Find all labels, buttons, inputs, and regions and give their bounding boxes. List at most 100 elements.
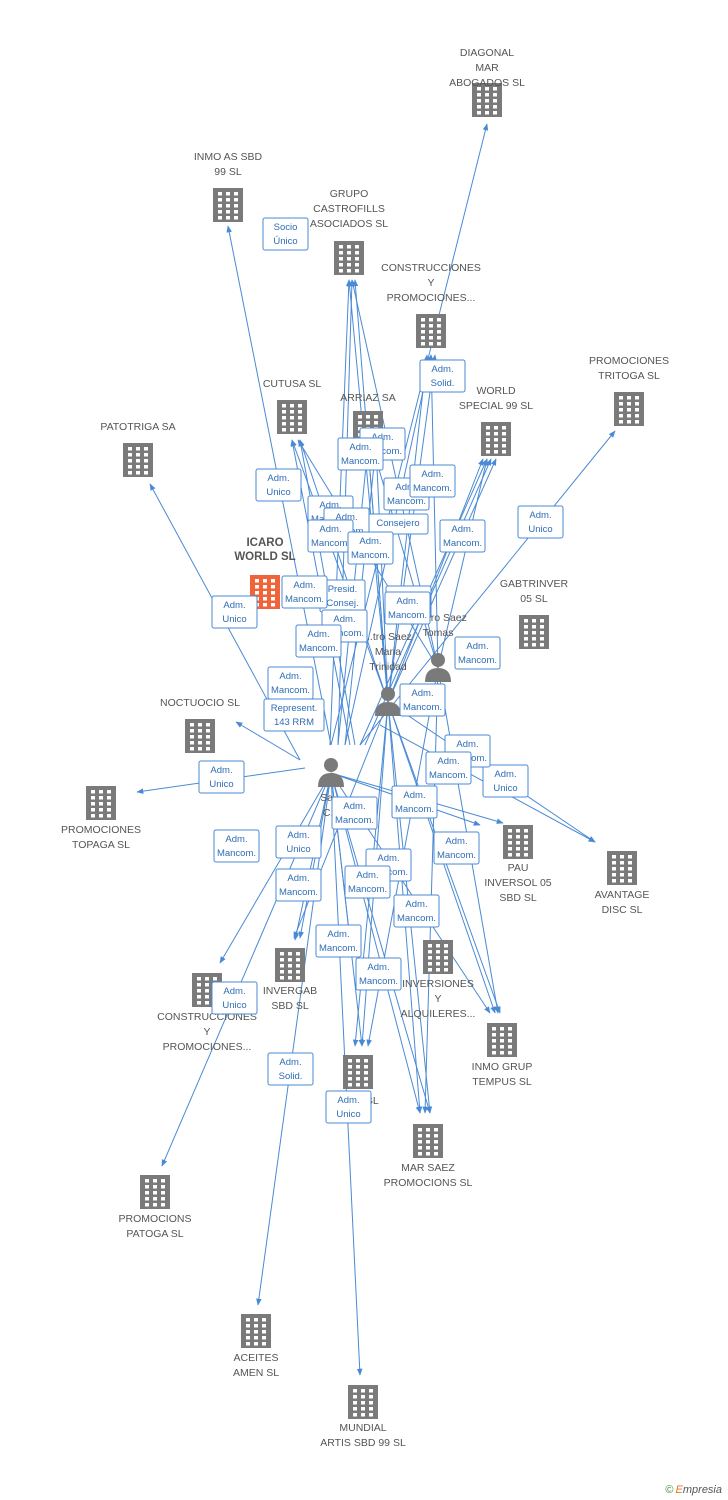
company-node[interactable]: NOCTUOCIO SL (160, 697, 240, 753)
badge-label: Mancom. (443, 538, 482, 549)
badge-label: Adm. (411, 688, 433, 699)
node-label: CONSTRUCCIONES (381, 262, 481, 274)
building-icon (275, 948, 305, 982)
node-label: 99 SL (214, 166, 242, 178)
node-label: TEMPUS SL (472, 1076, 532, 1088)
company-node[interactable]: PATOTRIGA SA (100, 421, 176, 477)
badge-label: Adm. (451, 524, 473, 535)
role-badge[interactable]: Adm.Unico (211, 595, 258, 629)
badge-label: Adm. (210, 765, 232, 776)
relationship-edge (299, 439, 389, 703)
role-badge[interactable]: Adm.Unico (275, 825, 322, 859)
role-badge[interactable]: Adm.Mancom. (454, 636, 501, 670)
badge-label: Adm. (223, 986, 245, 997)
role-badge[interactable]: Adm.Unico (198, 760, 245, 794)
role-badge[interactable]: Adm.Mancom. (433, 831, 480, 865)
role-badge[interactable]: Consejero (367, 513, 429, 535)
brand-name: Empresia (676, 1484, 722, 1496)
role-badge[interactable]: Adm.Unico (325, 1090, 372, 1124)
role-badge[interactable]: Adm.Unico (255, 468, 302, 502)
role-badge[interactable]: Adm.Mancom. (384, 591, 431, 625)
role-badge[interactable]: Adm.Mancom. (344, 865, 391, 899)
node-label: ...tro Saez (364, 631, 412, 643)
node-label: TRITOGA SL (598, 370, 660, 382)
relationship-edge (346, 279, 389, 703)
badge-label: Adm. (396, 596, 418, 607)
company-node[interactable]: CUTUSA SL (263, 378, 322, 434)
badge-label: Mancom. (325, 628, 364, 639)
role-badge[interactable]: Adm.Mancom. (275, 868, 322, 902)
role-badge[interactable]: Adm.Mancom. (391, 785, 438, 819)
badge-label: Mancom. (458, 655, 497, 666)
badge-label: Único (273, 236, 297, 247)
role-badge[interactable]: Adm.Mancom. (409, 464, 456, 498)
role-badge[interactable]: Adm. Mancom. (439, 519, 486, 553)
role-badge[interactable]: Adm.Unico (482, 764, 529, 798)
badge-label: Presid. (328, 584, 358, 595)
building-icon (481, 422, 511, 456)
role-badge[interactable]: Adm.Mancom. (213, 829, 260, 863)
building-icon (241, 1314, 271, 1348)
role-badge[interactable]: Adm. Mancom. (399, 683, 446, 717)
node-label: Maria (375, 646, 401, 658)
badge-label: Mancom. (271, 685, 310, 696)
node-label: PROMOCIONES... (163, 1041, 252, 1053)
badge-label: Mancom. (429, 770, 468, 781)
role-badge[interactable]: Adm.Unico (211, 981, 258, 1015)
node-label: PROMOCIONES (61, 824, 141, 836)
role-badge[interactable]: Adm.Solid. (419, 359, 466, 393)
role-badge[interactable]: Adm.Mancom. (347, 531, 394, 565)
role-badge[interactable]: Adm.Mancom. (337, 437, 384, 471)
role-badge[interactable]: Adm.Mancom. (281, 575, 328, 609)
badge-label: Mancom. (403, 702, 442, 713)
badge-label: Mancom. (351, 550, 390, 561)
badge-label: Unico (528, 524, 552, 535)
badge-label: Adm. (319, 500, 341, 511)
relationship-edge (437, 458, 489, 669)
badge-label: Adm. (356, 870, 378, 881)
building-icon (416, 314, 446, 348)
company-node[interactable]: INVERSIONESYALQUILERES... (401, 940, 476, 1020)
company-node[interactable]: CONSTRUCCIONESYPROMOCIONES... (381, 262, 481, 348)
building-icon (487, 1023, 517, 1057)
node-label: MUNDIAL (339, 1422, 386, 1434)
role-badge[interactable]: Adm.Mancom. (331, 796, 378, 830)
relationship-edge (256, 772, 332, 1306)
role-badge[interactable]: Adm.Mancom. (393, 894, 440, 928)
role-badge[interactable]: Adm.Mancom. (267, 666, 314, 700)
role-badge[interactable]: Adm.Solid. (267, 1052, 314, 1086)
brand-initial: E (675, 1484, 683, 1496)
role-badge[interactable]: Represent.143 RRM (263, 698, 325, 732)
badge-label: Adm. (431, 364, 453, 375)
node-label: PATOGA SL (126, 1228, 183, 1240)
role-badge[interactable]: Adm.Mancom. (355, 957, 402, 991)
role-badge[interactable]: Adm.Mancom. (307, 519, 354, 553)
role-badge[interactable]: Adm.Mancom. (315, 924, 362, 958)
node-label: CUTUSA SL (263, 378, 322, 390)
company-node[interactable]: INMO GRUP TEMPUS SL (472, 1023, 533, 1088)
role-badge[interactable]: Adm.Mancom. (425, 751, 472, 785)
badge-label: Adm. (223, 600, 245, 611)
node-label: Y (203, 1026, 210, 1038)
role-badge[interactable]: Adm.Mancom. (295, 624, 342, 658)
node-label: Trinidad (369, 661, 407, 673)
role-badge[interactable]: Adm.Unico (517, 505, 564, 539)
node-label: INMO GRUP (472, 1061, 533, 1073)
